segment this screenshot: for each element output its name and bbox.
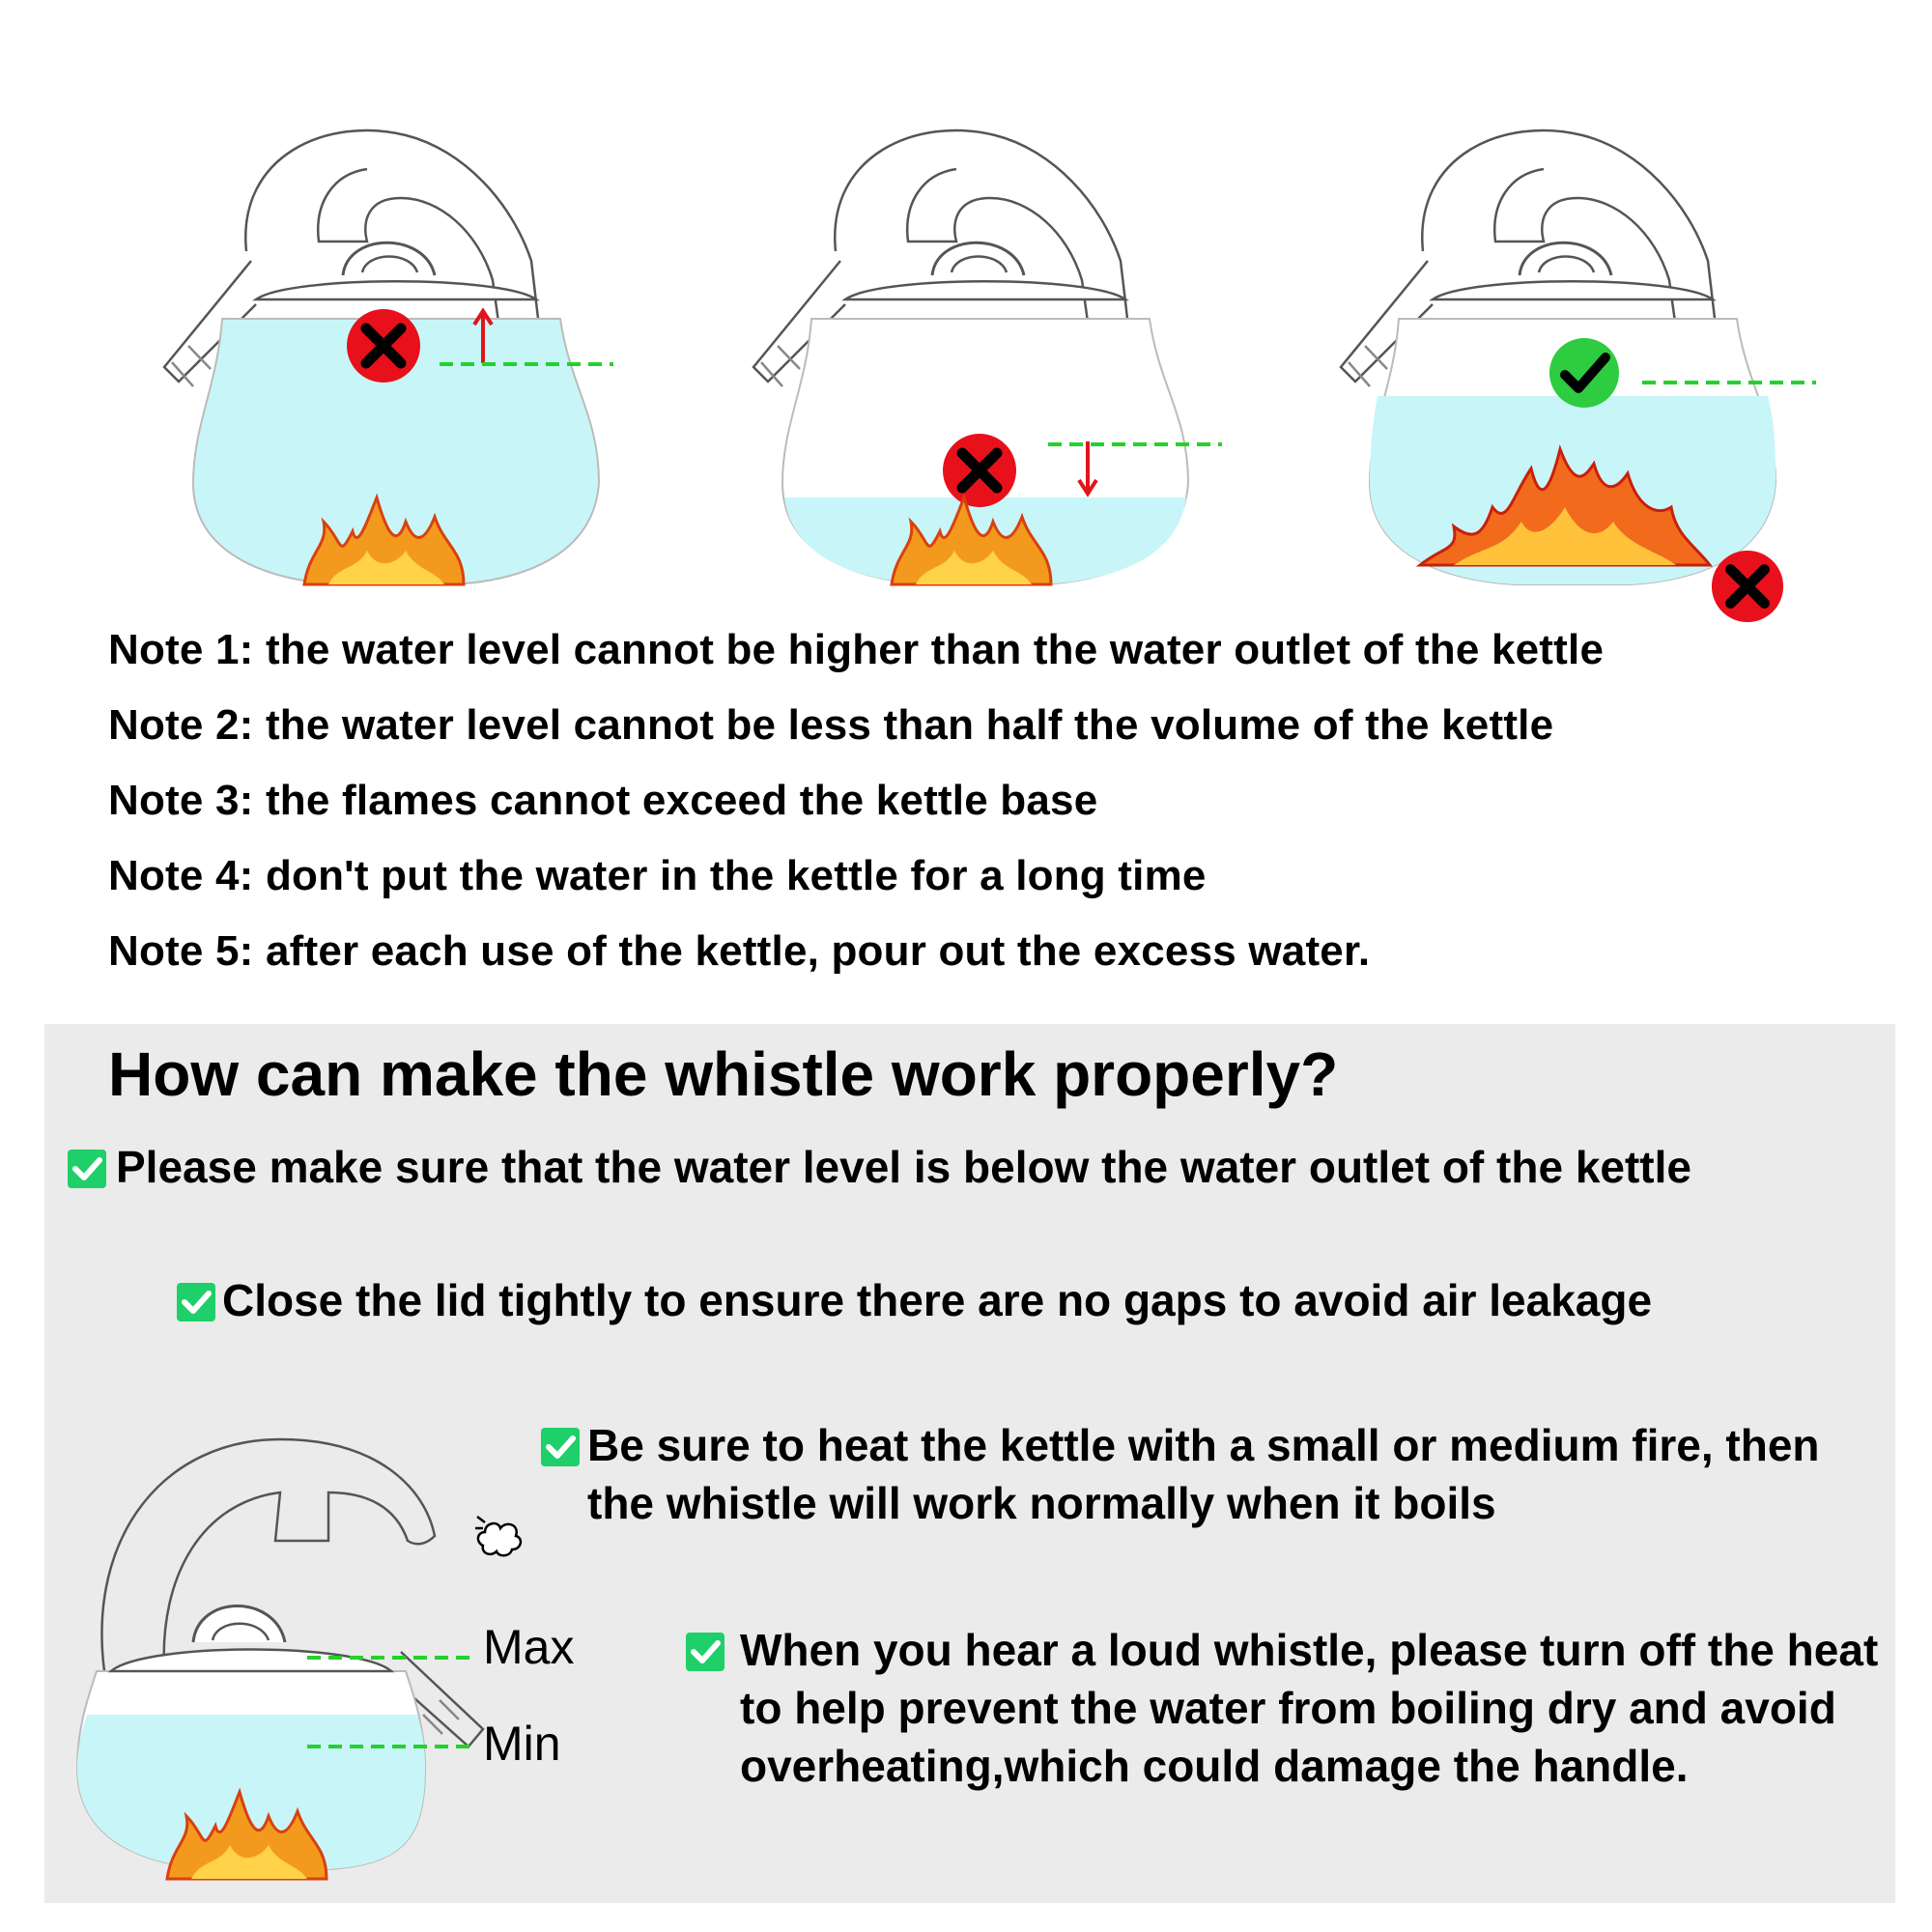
- section-heading: How can make the whistle work properly?: [108, 1039, 1339, 1109]
- steam-icon: [475, 1516, 523, 1557]
- water-fill: [77, 1715, 425, 1869]
- arrow-up-icon: [472, 307, 494, 363]
- guide-line: [1642, 381, 1816, 384]
- wrong-icon: [345, 307, 422, 384]
- flame-icon: [302, 493, 466, 586]
- kettle-whistle: [75, 1437, 485, 1870]
- check-icon: [177, 1283, 215, 1321]
- flame-icon: [165, 1787, 328, 1881]
- tip-1: Please make sure that the water level is…: [116, 1142, 1691, 1192]
- guide-line: [1048, 442, 1222, 446]
- check-icon: [68, 1150, 106, 1188]
- correct-icon: [1548, 336, 1621, 410]
- note-5: Note 5: after each use of the kettle, po…: [108, 927, 1371, 975]
- check-icon: [541, 1428, 580, 1466]
- tip-2: Close the lid tightly to ensure there ar…: [222, 1275, 1653, 1325]
- wrong-icon: [1710, 549, 1785, 624]
- flame-icon: [1415, 443, 1714, 567]
- max-label: Max: [483, 1620, 575, 1674]
- max-line: [307, 1656, 476, 1660]
- note-4: Note 4: don't put the water in the kettl…: [108, 852, 1207, 899]
- note-3: Note 3: the flames cannot exceed the ket…: [108, 777, 1098, 824]
- min-label: Min: [483, 1717, 561, 1771]
- note-1: Note 1: the water level cannot be higher…: [108, 626, 1605, 673]
- tip-4: When you hear a loud whistle, please tur…: [740, 1625, 1879, 1791]
- wrong-icon: [941, 432, 1018, 509]
- tip-3: Be sure to heat the kettle with a small …: [587, 1420, 1820, 1528]
- flame-icon: [890, 493, 1053, 586]
- arrow-down-icon: [1077, 441, 1098, 497]
- check-icon: [686, 1633, 724, 1671]
- note-2: Note 2: the water level cannot be less t…: [108, 701, 1554, 749]
- min-line: [307, 1745, 476, 1748]
- kettle-overfilled: [162, 128, 601, 585]
- guide-line: [440, 362, 613, 366]
